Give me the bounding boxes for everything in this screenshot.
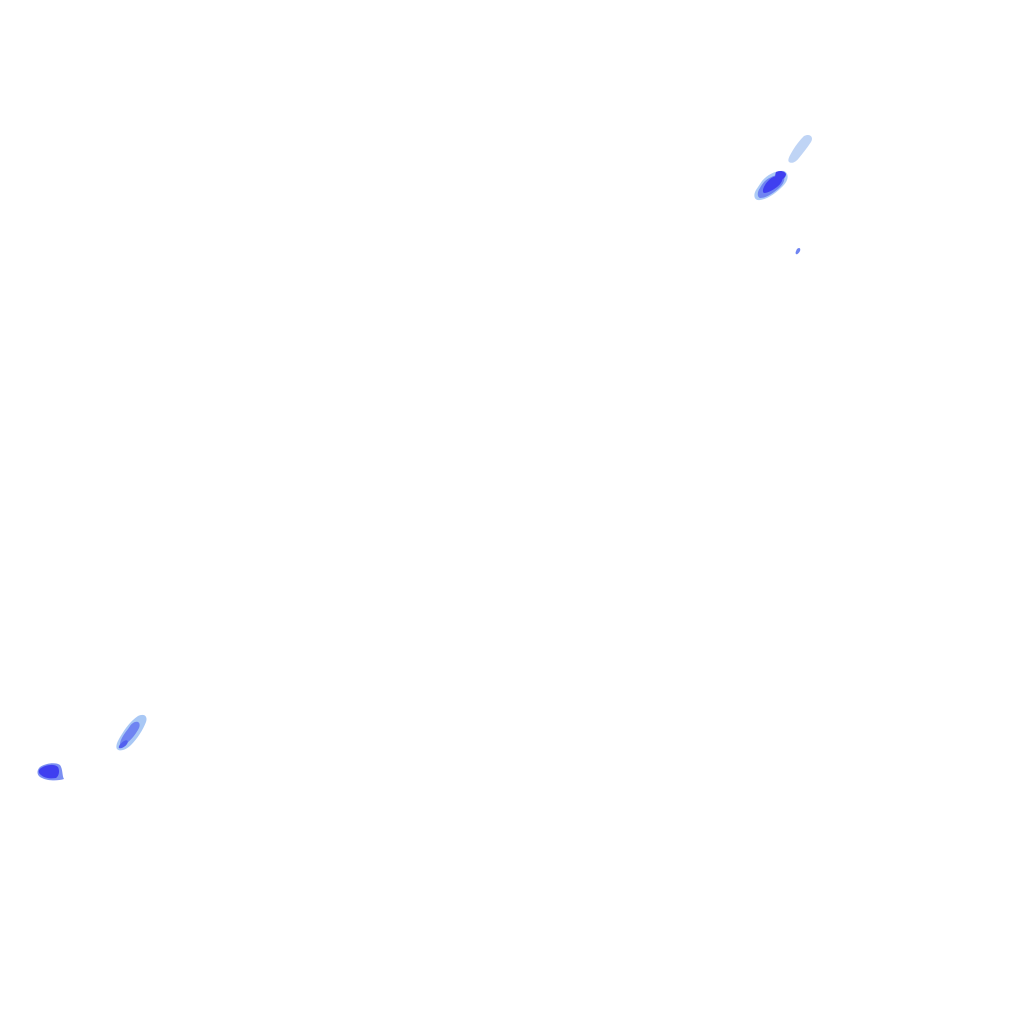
- echo-cluster-northeast-band: [754, 134, 813, 201]
- echo-cluster-southwest-band: [116, 714, 147, 751]
- echo-cluster-northeast-speck: [795, 247, 801, 255]
- echo-heavy-core: [762, 175, 783, 193]
- echo-moderate-streak: [118, 740, 128, 749]
- echo-cluster-southwest-blob: [37, 763, 64, 781]
- echo-heavy-spot: [775, 170, 786, 180]
- echo-moderate-band: [120, 721, 140, 747]
- echo-heavy-blob: [38, 764, 60, 779]
- echo-moderate-speck: [795, 247, 801, 255]
- echo-light-tail: [788, 134, 813, 163]
